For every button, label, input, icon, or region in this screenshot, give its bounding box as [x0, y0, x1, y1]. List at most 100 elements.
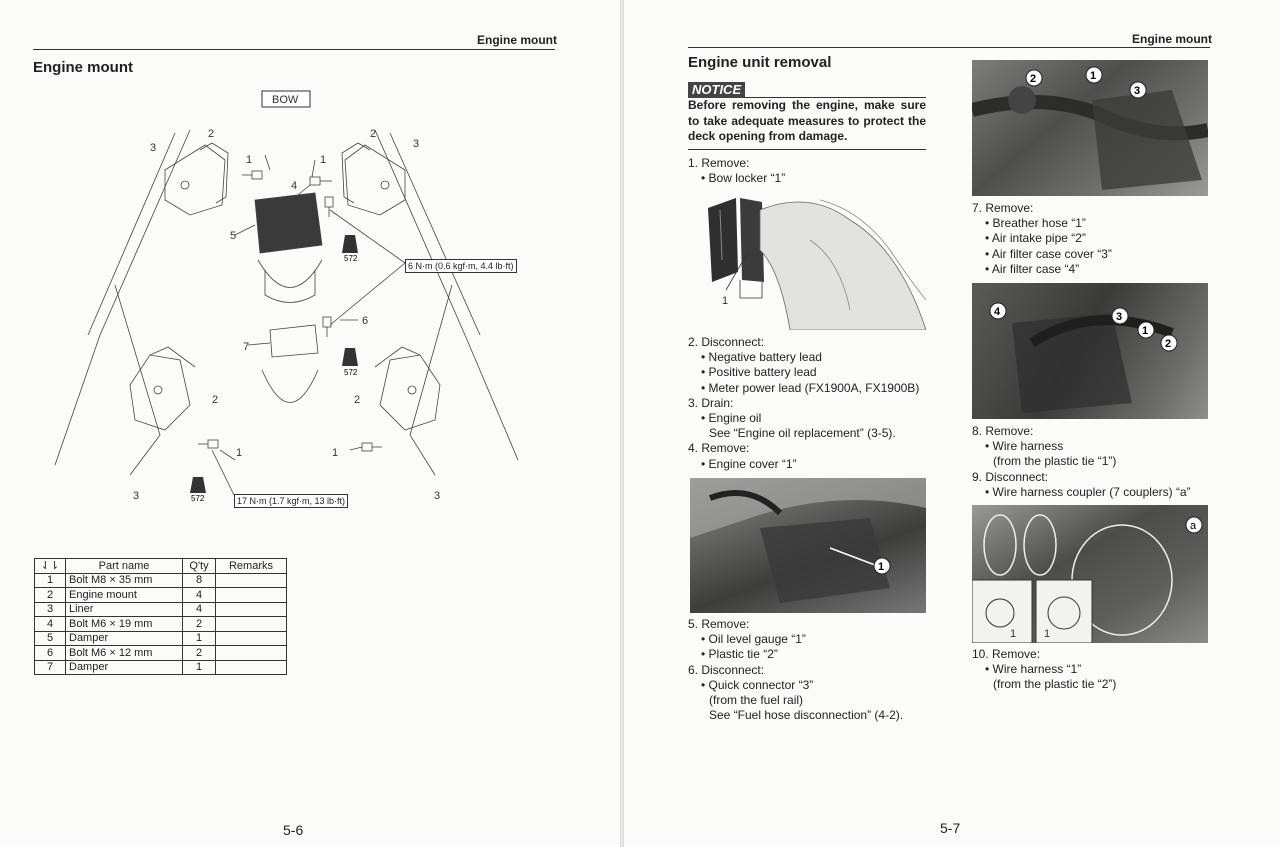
cell-no: 2 [34, 587, 66, 603]
notice-bottom-rule [688, 149, 926, 150]
callout-3-ur: 3 [413, 138, 419, 150]
harness-label-4: 4 [994, 306, 1001, 318]
cell-qty: 4 [182, 587, 216, 603]
running-header-left: Engine mount [477, 33, 557, 47]
left-page [0, 0, 620, 847]
steps-2-4: 2. Disconnect: • Negative battery lead •… [688, 335, 919, 472]
step-line: • Air filter case “4” [985, 261, 1080, 276]
step-line: See “Fuel hose disconnection” (4-2). [709, 708, 904, 723]
step-line: • Air filter case cover “3” [985, 246, 1112, 261]
bow-locker-label-1: 1 [722, 295, 728, 307]
step-line: See “Engine oil replacement” (3-5). [709, 426, 896, 441]
cell-qty: 8 [182, 572, 216, 588]
cell-part: Damper [65, 659, 183, 675]
step-7: 7. Remove: • Breather hose “1” • Air int… [972, 201, 1112, 277]
cell-remarks [215, 616, 287, 632]
cell-no: 1 [34, 572, 66, 588]
cell-part: Bolt M6 × 12 mm [65, 645, 183, 661]
step-line: 4. Remove: [688, 441, 750, 456]
step-line: 3. Drain: [688, 395, 734, 410]
torque-spec-upper: 6 N·m (0.6 kgf·m, 4.4 lb·ft) [405, 259, 517, 273]
step-line: 2. Disconnect: [688, 335, 765, 349]
step-line: • Meter power lead (FX1900A, FX1900B) [701, 380, 920, 395]
callout-6: 6 [362, 315, 368, 327]
col-header-remarks: Remarks [215, 558, 287, 574]
book-spine [620, 0, 624, 847]
step-line: • Negative battery lead [701, 350, 822, 365]
harness-label-3: 3 [1116, 311, 1122, 323]
callout-2-lr: 2 [354, 394, 360, 406]
section-title-right: Engine unit removal [688, 54, 832, 71]
col-header-step: ⇃⇂ [34, 558, 66, 574]
step-line: 5. Remove: [688, 617, 750, 631]
torque-spec-lower: 17 N·m (1.7 kgf·m, 13 lb·ft) [234, 494, 349, 508]
callout-1-ul: 1 [246, 154, 252, 166]
cell-remarks [215, 601, 287, 617]
cell-no: 3 [34, 601, 66, 617]
cell-remarks [215, 572, 287, 588]
notice-text: Before removing the engine, make sure to… [688, 98, 926, 143]
cell-no: 7 [34, 659, 66, 675]
notice-badge: NOTICE [688, 82, 746, 98]
cell-qty: 2 [182, 645, 216, 661]
engine-mount-exploded-diagram: BOW 3 2 1 2 3 1 4 5 6 7 2 2 1 1 3 3 572 … [54, 90, 519, 503]
step-10: 10. Remove: • Wire harness “1” (from the… [972, 647, 1116, 693]
cell-part: Bolt M8 × 35 mm [65, 572, 183, 588]
step-line: 8. Remove: [972, 424, 1034, 438]
step-line: • Wire harness coupler (7 couplers) “a” [985, 484, 1191, 499]
cell-no: 4 [34, 616, 66, 632]
cell-remarks [215, 645, 287, 661]
step-line: • Quick connector “3” [701, 677, 814, 692]
steps-5-6: 5. Remove: • Oil level gauge “1” • Plast… [688, 617, 903, 723]
cell-qty: 4 [182, 601, 216, 617]
cell-part: Liner [65, 601, 183, 617]
step-line: • Wire harness “1” [985, 662, 1082, 677]
steps-8-9: 8. Remove: • Wire harness (from the plas… [972, 424, 1191, 500]
section-title-left: Engine mount [33, 59, 133, 76]
loctite-code-1: 572 [344, 254, 358, 263]
bow-label: BOW [272, 94, 299, 106]
callout-5: 5 [230, 230, 236, 242]
harness-label-1: 1 [1142, 325, 1148, 337]
step-line: 6. Disconnect: [688, 662, 765, 677]
inset-label-1a: 1 [1010, 628, 1016, 640]
callout-3-ul: 3 [150, 142, 156, 154]
step-line: 1. Remove: [688, 156, 750, 170]
callout-2-ur: 2 [370, 128, 376, 140]
table-header-row: ⇃⇂ Part name Q'ty Remarks [34, 558, 287, 574]
loctite-code-3: 572 [191, 494, 205, 503]
engine-cover-photo: 1 [690, 478, 926, 613]
cell-part: Damper [65, 630, 183, 646]
bow-locker-illustration: 1 [700, 190, 926, 330]
step-line: 9. Disconnect: [972, 469, 1049, 484]
coupler-label-a: a [1190, 520, 1197, 532]
header-rule-right [688, 47, 1210, 48]
callout-1-ur: 1 [320, 154, 326, 166]
callout-1-lr: 1 [332, 447, 338, 459]
callout-7: 7 [243, 341, 249, 353]
step-line: • Wire harness [985, 439, 1064, 454]
inset-label-1b: 1 [1044, 628, 1050, 640]
step-line: • Engine cover “1” [701, 456, 797, 471]
col-header-qty: Q'ty [182, 558, 216, 574]
callout-2-ll: 2 [212, 394, 218, 406]
step-line: (from the plastic tie “2”) [993, 677, 1117, 692]
step-line: (from the fuel rail) [709, 693, 804, 708]
loctite-code-2: 572 [344, 368, 358, 377]
callout-4: 4 [291, 180, 297, 192]
callout-2-ul: 2 [208, 128, 214, 140]
harness-label-2: 2 [1165, 338, 1171, 350]
step-line: • Engine oil [701, 411, 762, 426]
callout-1-ll: 1 [236, 447, 242, 459]
step-line: • Oil level gauge “1” [701, 632, 806, 647]
air-filter-label-1: 1 [1090, 70, 1096, 82]
air-filter-label-3: 3 [1134, 85, 1140, 97]
cell-part: Bolt M6 × 19 mm [65, 616, 183, 632]
cell-remarks [215, 659, 287, 675]
